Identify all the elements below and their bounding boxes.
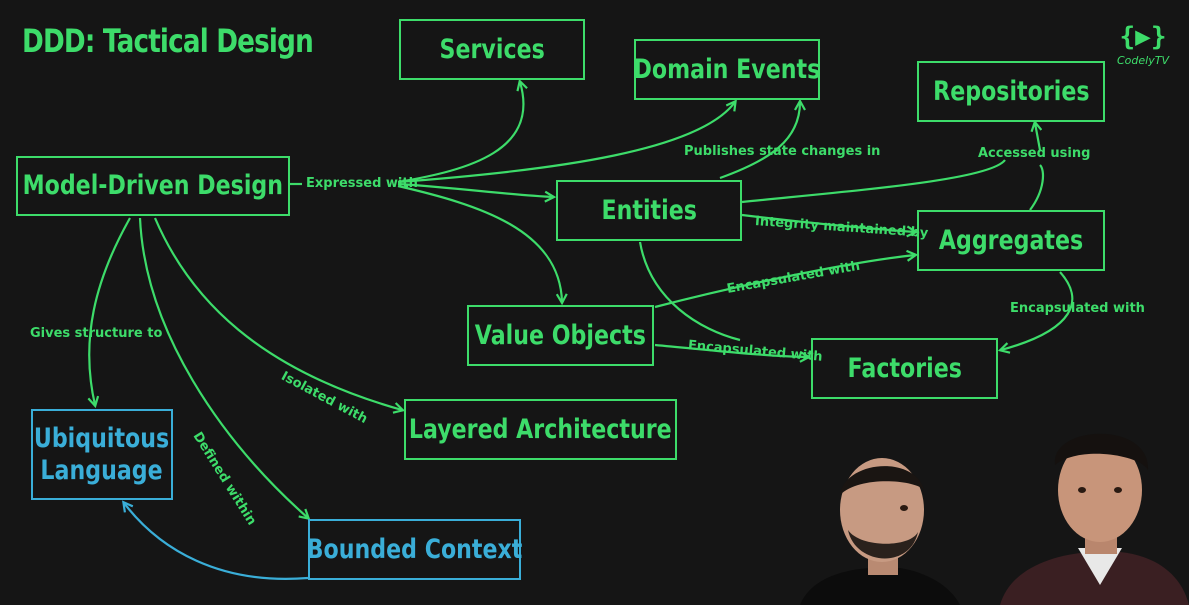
edge-entities-to-factories: [638, 241, 741, 342]
node-layered-architecture: Layered Architecture: [404, 399, 677, 460]
page-title: DDD: Tactical Design: [22, 22, 314, 60]
edge-mdd-to-ubiquitous: [89, 217, 131, 405]
edge-bounded-to-ubiquitous: [124, 503, 309, 580]
node-ubiquitous-language: Ubiquitous Language: [31, 409, 173, 500]
edge-entities-to-aggregates: [741, 213, 915, 232]
edge-entities-to-repositories: [741, 159, 1006, 204]
node-model-driven-design: Model-Driven Design: [16, 156, 290, 216]
node-factories: Factories: [811, 338, 998, 399]
edge-aggregates-to-factories: [1001, 271, 1074, 350]
logo-braces: {▶}: [1119, 22, 1167, 52]
node-services: Services: [399, 19, 585, 80]
label-accessed-using: Accessed using: [978, 146, 1091, 161]
edge-mdd-to-bounded: [138, 217, 308, 518]
presenter-right-image: [1000, 433, 1189, 605]
edge-entities-to-domain-events: [719, 102, 800, 180]
edge-to-domain-events: [397, 102, 735, 184]
node-bounded-context: Bounded Context: [307, 519, 522, 580]
label-gives-structure-to: Gives structure to: [30, 326, 163, 341]
node-value-objects: Value Objects: [467, 305, 654, 366]
node-aggregates: Aggregates: [917, 210, 1105, 271]
edge-to-value-objects: [397, 184, 562, 302]
edge-value-objects-to-factories: [654, 343, 808, 357]
edge-mdd-to-layered: [153, 217, 402, 410]
node-entities: Entities: [556, 180, 742, 241]
edge-to-services: [397, 82, 523, 184]
label-publishes-state-changes-in: Publishes state changes in: [684, 144, 881, 159]
edge-aggregates-to-repositories: [1030, 123, 1043, 211]
codelytv-logo: {▶} CodelyTV: [1117, 22, 1169, 77]
label-expressed-with: Expressed with: [306, 176, 418, 191]
node-repositories: Repositories: [917, 61, 1105, 122]
presenter-left-image: [800, 458, 960, 605]
label-encapsulated-with-aggregates-factories: Encapsulated with: [1010, 301, 1145, 316]
logo-name: CodelyTV: [1117, 54, 1169, 67]
node-domain-events: Domain Events: [634, 39, 820, 100]
edge-value-objects-to-aggregates: [654, 255, 915, 309]
edge-to-entities: [397, 182, 553, 197]
